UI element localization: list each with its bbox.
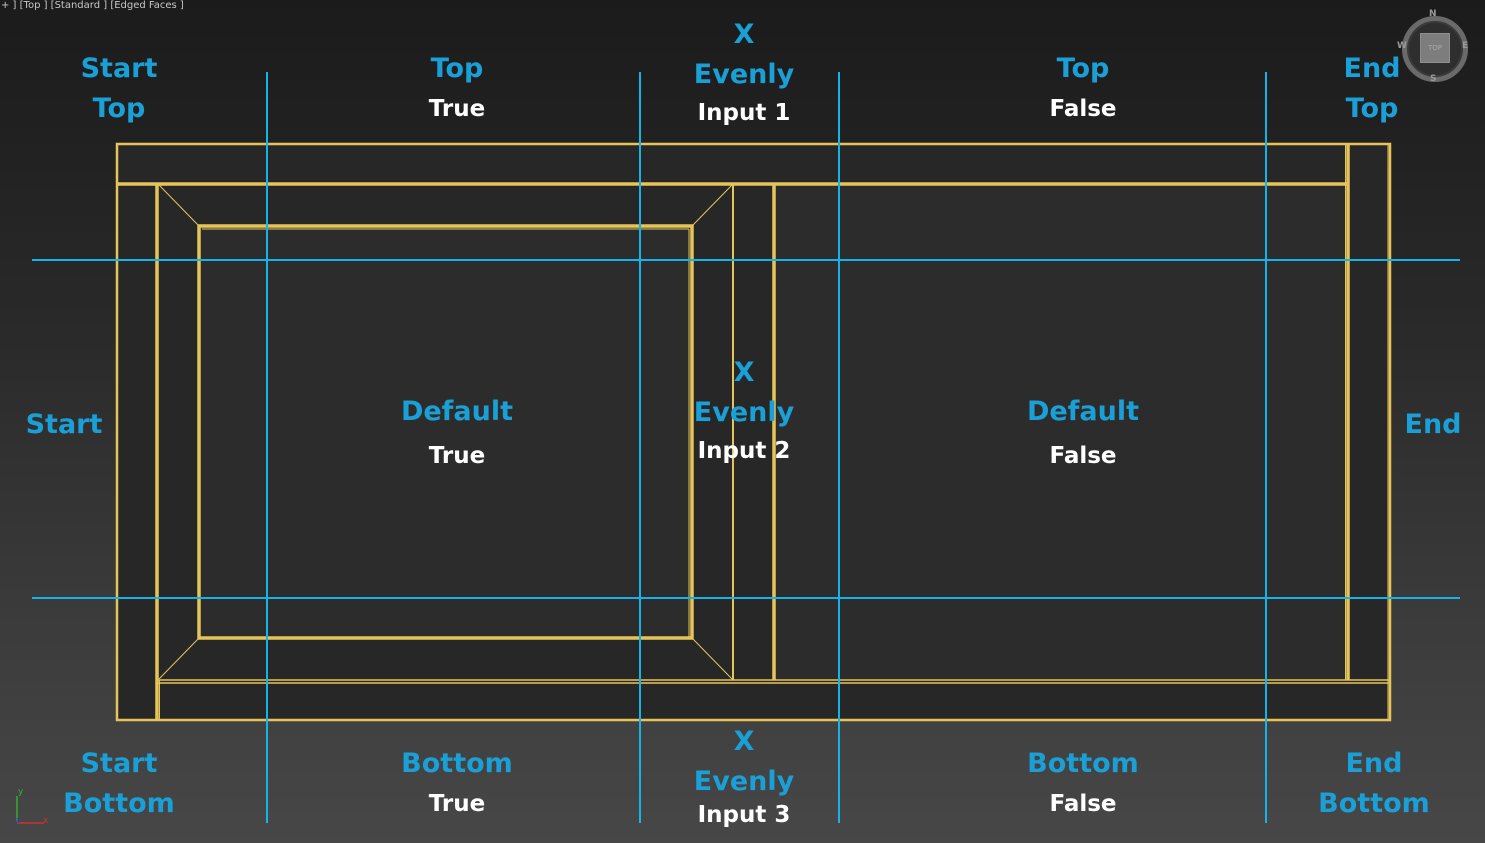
- label-end-title: End: [1404, 409, 1462, 440]
- label-bottom-true-value: True: [428, 791, 486, 817]
- label-x-evenly-1-line2: Evenly: [693, 59, 795, 90]
- label-start-title: Start: [25, 409, 103, 440]
- label-start-bottom: Start Bottom: [63, 744, 175, 824]
- label-end-top: End Top: [1344, 49, 1401, 129]
- label-start-top-line1: Start: [80, 53, 158, 84]
- label-x-evenly-3-value: Input 3: [697, 802, 791, 828]
- label-x-evenly-1: X Evenly Input 1: [694, 15, 794, 131]
- label-x-evenly-2-line2: Evenly: [693, 397, 795, 428]
- compass-north[interactable]: N: [1429, 9, 1437, 19]
- label-start-top: Start Top: [81, 49, 158, 129]
- label-start-top-line2: Top: [92, 93, 146, 124]
- raised-panel-left: [197, 224, 694, 640]
- label-end: End: [1405, 405, 1462, 445]
- label-default-true-value: True: [428, 443, 486, 469]
- axis-tripod-lines: [16, 796, 44, 824]
- label-x-evenly-1-line1: X: [733, 19, 755, 50]
- bevel-diagonal: [158, 637, 200, 680]
- compass-east[interactable]: E: [1462, 41, 1469, 51]
- inner-panel-right: [775, 185, 1348, 679]
- inner-panel-left: [199, 226, 692, 638]
- label-bottom-false: Bottom False: [1027, 744, 1139, 824]
- compass-west[interactable]: W: [1397, 41, 1407, 51]
- bevel-diagonal: [691, 184, 733, 227]
- label-bottom-true-title: Bottom: [401, 748, 513, 779]
- label-top-false: Top False: [1049, 49, 1116, 129]
- outer-frame: [115, 142, 1392, 722]
- bevel-diagonal: [691, 637, 733, 680]
- label-start: Start: [26, 405, 103, 445]
- label-default-true: Default True: [401, 392, 513, 480]
- label-bottom-true: Bottom True: [401, 744, 513, 824]
- label-end-top-line1: End: [1343, 53, 1401, 84]
- axis-y-label: y: [18, 787, 24, 797]
- axis-x-label: x: [43, 816, 49, 826]
- label-x-evenly-3: X Evenly Input 3: [694, 722, 794, 828]
- bevel-diagonal: [158, 184, 200, 227]
- label-default-false-value: False: [1049, 443, 1117, 469]
- label-default-false-title: Default: [1026, 396, 1140, 427]
- label-default-false: Default False: [1027, 392, 1139, 480]
- cabinet-geometry: [115, 142, 1392, 722]
- label-end-bottom-line1: End: [1345, 748, 1403, 779]
- label-x-evenly-3-line2: Evenly: [693, 766, 795, 797]
- view-cube-face-top[interactable]: TOP: [1420, 33, 1450, 63]
- compass-south[interactable]: S: [1430, 74, 1437, 84]
- label-top-false-title: Top: [1056, 53, 1110, 84]
- axis-z-label: z: [15, 816, 20, 826]
- geometry-fills: [117, 144, 1390, 720]
- label-bottom-false-value: False: [1049, 791, 1117, 817]
- label-top-true-title: Top: [430, 53, 484, 84]
- label-top-true: Top True: [429, 49, 485, 129]
- view-cube[interactable]: TOP N S E W: [1397, 9, 1469, 84]
- axis-tripod-icon: y z x: [12, 787, 52, 830]
- label-x-evenly-2: X Evenly Input 2: [694, 353, 794, 469]
- label-top-false-value: False: [1049, 96, 1117, 122]
- label-bottom-false-title: Bottom: [1027, 748, 1139, 779]
- label-x-evenly-3-line1: X: [733, 726, 755, 757]
- label-x-evenly-1-value: Input 1: [697, 100, 791, 126]
- label-x-evenly-2-value: Input 2: [697, 438, 791, 464]
- label-x-evenly-2-line1: X: [733, 357, 755, 388]
- label-end-bottom: End Bottom: [1318, 744, 1430, 824]
- guide-lines: [32, 72, 1460, 823]
- viewport-label[interactable]: + ] [Top ] [Standard ] [Edged Faces ]: [1, 0, 184, 11]
- label-end-top-line2: Top: [1345, 93, 1399, 124]
- label-top-true-value: True: [428, 96, 486, 122]
- label-end-bottom-line2: Bottom: [1318, 788, 1430, 819]
- label-default-true-title: Default: [400, 396, 514, 427]
- label-start-bottom-line2: Bottom: [63, 788, 175, 819]
- label-start-bottom-line1: Start: [80, 748, 158, 779]
